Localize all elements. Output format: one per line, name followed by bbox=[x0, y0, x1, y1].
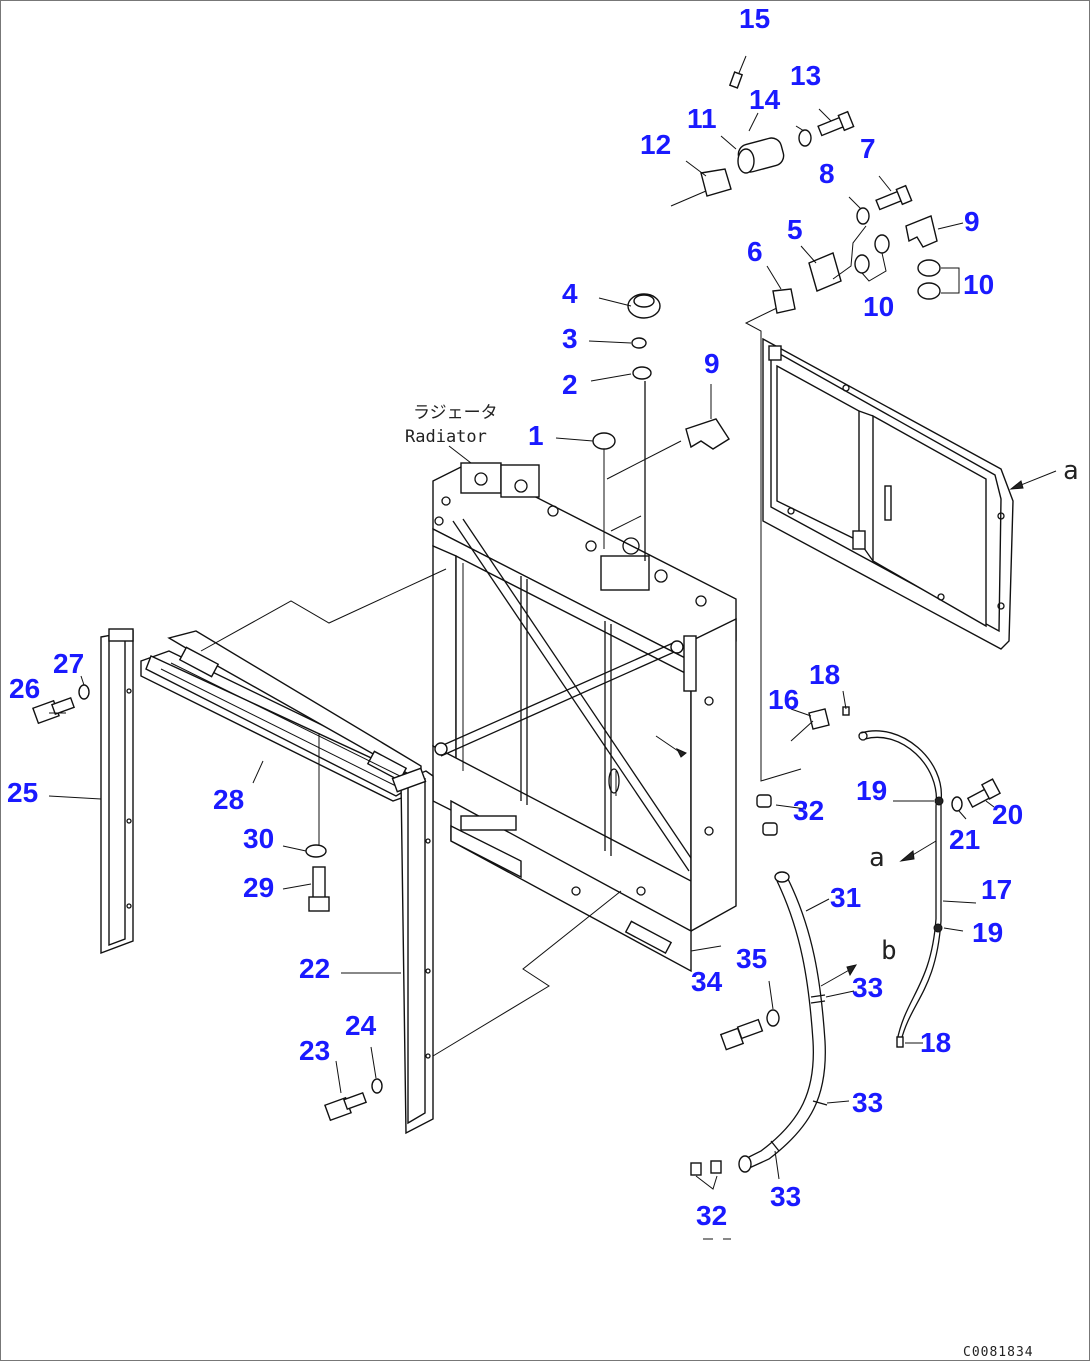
callout-34: 34 bbox=[691, 966, 723, 997]
callout-17: 17 bbox=[981, 874, 1012, 905]
callout-33-lower: 33 bbox=[770, 1181, 801, 1212]
callout-2: 2 bbox=[562, 369, 578, 400]
callout-24: 24 bbox=[345, 1010, 377, 1041]
callout-35: 35 bbox=[736, 943, 767, 974]
callout-7: 7 bbox=[860, 133, 876, 164]
lower-piping bbox=[690, 690, 1002, 1240]
callout-22: 22 bbox=[299, 953, 330, 984]
callout-1: 1 bbox=[528, 420, 544, 451]
radiator-core bbox=[432, 462, 737, 973]
callout-5: 5 bbox=[787, 214, 803, 245]
callout-23: 23 bbox=[299, 1035, 330, 1066]
view-mark-b: b bbox=[881, 936, 897, 966]
callout-9-upper: 9 bbox=[964, 206, 980, 237]
callout-18-lower: 18 bbox=[920, 1027, 951, 1058]
callout-21: 21 bbox=[949, 824, 980, 855]
callout-3: 3 bbox=[562, 323, 578, 354]
callout-32-lower: 32 bbox=[696, 1200, 727, 1231]
callout-31: 31 bbox=[830, 882, 861, 913]
callout-28: 28 bbox=[213, 784, 244, 815]
view-mark-a-lower: a bbox=[869, 843, 885, 873]
callout-20: 20 bbox=[992, 799, 1023, 830]
callout-14: 14 bbox=[749, 84, 781, 115]
drawing-code: C0081834 bbox=[963, 1345, 1034, 1360]
callout-29: 29 bbox=[243, 872, 274, 903]
callout-25: 25 bbox=[7, 777, 38, 808]
callout-8: 8 bbox=[819, 158, 835, 189]
callout-11: 11 bbox=[687, 103, 717, 134]
shroud-panel bbox=[762, 337, 1057, 650]
leader-lines bbox=[555, 55, 964, 442]
callout-12: 12 bbox=[640, 129, 671, 160]
callout-4: 4 bbox=[562, 278, 578, 309]
callout-numbers: 15 14 13 11 12 7 8 9 5 6 10 10 4 3 2 9 1… bbox=[7, 3, 1023, 1231]
callout-10-right: 10 bbox=[963, 269, 994, 300]
callout-10-lower: 10 bbox=[863, 291, 894, 322]
view-mark-a-upper: a bbox=[1063, 456, 1079, 486]
callout-19-lower: 19 bbox=[972, 917, 1003, 948]
callout-27: 27 bbox=[53, 648, 84, 679]
callout-32-upper: 32 bbox=[793, 795, 824, 826]
left-brackets bbox=[32, 568, 622, 1135]
callout-19-upper: 19 bbox=[856, 775, 887, 806]
callout-15: 15 bbox=[739, 3, 770, 34]
radiator-label-jp: ラジェータ bbox=[413, 403, 498, 423]
callout-9-lower: 9 bbox=[704, 348, 720, 379]
callout-33-upper: 33 bbox=[852, 972, 883, 1003]
callout-26: 26 bbox=[9, 673, 40, 704]
callout-16: 16 bbox=[768, 684, 799, 715]
callout-6: 6 bbox=[747, 236, 763, 267]
callout-13: 13 bbox=[790, 60, 821, 91]
callout-30: 30 bbox=[243, 823, 274, 854]
top-fittings bbox=[592, 71, 960, 561]
callout-33-middle: 33 bbox=[852, 1087, 883, 1118]
callout-18-upper: 18 bbox=[809, 659, 840, 690]
radiator-label-en: Radiator bbox=[405, 427, 487, 447]
